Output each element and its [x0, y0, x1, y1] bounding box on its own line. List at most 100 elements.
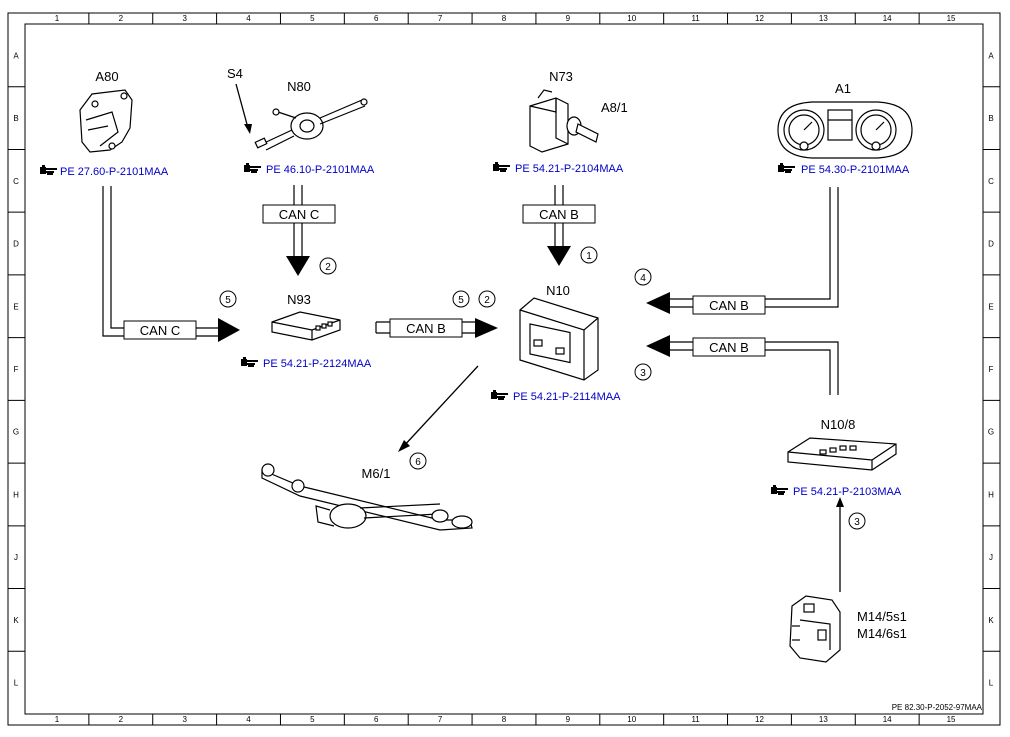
can-box-n10-8-n10: CAN B [692, 337, 766, 357]
can-label: CAN B [709, 298, 749, 313]
grid-label: 6 [374, 715, 379, 724]
grid-label: G [988, 428, 994, 437]
grid-ticks [8, 13, 1000, 725]
n93-ref-text[interactable]: PE 54.21-P-2124MAA [263, 358, 372, 370]
thin-arrows [235, 83, 841, 592]
grid-label: 11 [691, 715, 700, 724]
arrow-n10-m6-1 [401, 365, 479, 449]
step-number: 2 [325, 262, 331, 273]
step-number: 4 [640, 273, 646, 284]
s4-label: S4 [227, 66, 243, 81]
m6-1-component-icon [261, 463, 473, 531]
grid-label: 8 [502, 14, 507, 23]
grid-label: 13 [819, 14, 828, 23]
step-numbers: 2 1 5 5 2 4 3 6 3 [225, 251, 860, 528]
grid-label: 5 [310, 715, 315, 724]
grid-label: K [13, 616, 19, 625]
step-number: 3 [640, 368, 646, 379]
grid-label: 10 [627, 715, 636, 724]
a80-label: A80 [95, 69, 118, 84]
grid-label: 1 [55, 14, 60, 23]
pointer-icon [778, 163, 795, 173]
pointer-icon [771, 485, 788, 495]
can-label: CAN B [539, 207, 579, 222]
arrowhead-m14-n10-8 [836, 497, 844, 507]
step-number: 2 [484, 295, 490, 306]
grid-label: A [13, 51, 19, 60]
n80-ref[interactable]: PE 46.10-P-2101MAA [244, 163, 375, 176]
step-number: 6 [415, 457, 421, 468]
arrow-n93-n10 [475, 318, 498, 338]
n80-component-icon [254, 98, 368, 151]
arrow-a1-n10 [646, 292, 670, 314]
step-circles [219, 246, 866, 530]
pointer-icon [493, 162, 510, 172]
n73-component-icon [529, 89, 599, 153]
bus-lines [102, 185, 839, 395]
step-number: 5 [458, 295, 464, 306]
a80-ref-text[interactable]: PE 27.60-P-2101MAA [60, 166, 169, 178]
can-label: CAN B [709, 340, 749, 355]
grid-label: F [14, 365, 19, 374]
can-box-a80-n93: CAN C [123, 320, 197, 340]
n73-ref-text[interactable]: PE 54.21-P-2104MAA [515, 163, 624, 175]
grid-label: 2 [119, 715, 124, 724]
grid-label: F [989, 365, 994, 374]
arrow-a80-n93 [218, 318, 240, 342]
n80-ref-text[interactable]: PE 46.10-P-2101MAA [266, 164, 375, 176]
n10-ref[interactable]: PE 54.21-P-2114MAA [491, 390, 621, 403]
a80-ref[interactable]: PE 27.60-P-2101MAA [40, 165, 169, 178]
arrowheads [218, 246, 670, 357]
n10-label: N10 [546, 283, 570, 298]
grid-label: 6 [374, 14, 379, 23]
m14-5s1-label: M14/5s1 [857, 609, 907, 624]
n10-ref-text[interactable]: PE 54.21-P-2114MAA [513, 391, 621, 403]
grid-label: 12 [755, 715, 764, 724]
arrowhead-s4 [244, 124, 252, 134]
inner-frame [24, 23, 984, 715]
n73-ref[interactable]: PE 54.21-P-2104MAA [493, 162, 624, 175]
document-id: PE 82.30-P-2052-97MAA [892, 703, 983, 712]
grid-labels: 1122334455667788991010111112121313141415… [13, 14, 994, 724]
grid-label: 15 [947, 14, 956, 23]
can-box-n80-n93: CAN C [262, 204, 336, 224]
a1-ref[interactable]: PE 54.30-P-2101MAA [778, 163, 910, 176]
grid-label: 3 [182, 715, 187, 724]
a1-component-icon [777, 101, 913, 159]
n93-component-icon [271, 311, 341, 341]
arrowhead-n10-m6-1 [398, 440, 410, 452]
grid-label: L [14, 679, 19, 688]
n10-8-label: N10/8 [821, 417, 856, 432]
can-label: CAN C [279, 207, 319, 222]
grid-label: L [989, 679, 994, 688]
grid-label: A [988, 51, 994, 60]
grid-label: J [14, 553, 18, 562]
step-number: 5 [225, 295, 231, 306]
pointer-icon [241, 357, 258, 367]
pointer-icon [244, 163, 261, 173]
grid-label: H [13, 490, 19, 499]
n10-8-ref[interactable]: PE 54.21-P-2103MAA [771, 485, 902, 498]
grid-label: 7 [438, 14, 443, 23]
grid-label: E [988, 302, 993, 311]
grid-label: J [989, 553, 993, 562]
grid-label: 5 [310, 14, 315, 23]
grid-label: 14 [883, 715, 892, 724]
n80-label: N80 [287, 79, 311, 94]
n10-8-ref-text[interactable]: PE 54.21-P-2103MAA [793, 486, 902, 498]
grid-label: B [13, 114, 18, 123]
n10-component-icon [519, 297, 599, 381]
n93-label: N93 [287, 292, 311, 307]
can-label: CAN B [406, 321, 446, 336]
grid-label: 9 [566, 715, 571, 724]
can-box-a1-n10: CAN B [692, 295, 766, 315]
n10-8-component-icon [787, 437, 897, 471]
grid-label: 2 [119, 14, 124, 23]
m14-component-icon [789, 595, 841, 663]
a1-ref-text[interactable]: PE 54.30-P-2101MAA [801, 164, 910, 176]
n93-ref[interactable]: PE 54.21-P-2124MAA [241, 357, 372, 370]
grid-label: 4 [246, 14, 251, 23]
can-box-n93-n10: CAN B [389, 318, 463, 338]
n73-label: N73 [549, 69, 573, 84]
